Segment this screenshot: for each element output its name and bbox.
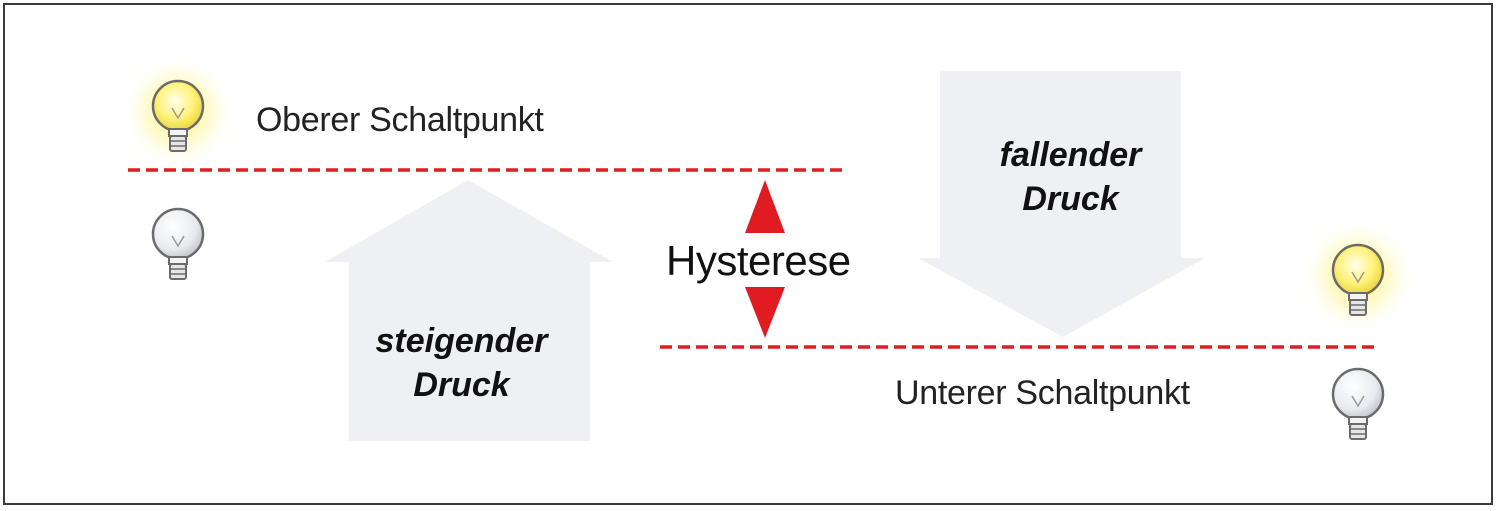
lightbulb-on-icon [120, 54, 236, 170]
rising-pressure-arrow [325, 180, 613, 441]
lightbulb-off-icon [1331, 367, 1385, 440]
falling-pressure-label: fallender Druck [958, 133, 1183, 221]
rising-pressure-label: steigender Druck [349, 319, 574, 407]
lightbulb-off-icon [151, 207, 205, 280]
rising-pressure-line2: Druck [413, 366, 510, 404]
falling-pressure-line1: fallender [999, 136, 1142, 174]
hysteresis-up-arrowhead [745, 180, 785, 233]
falling-pressure-arrow [918, 71, 1205, 337]
rising-pressure-line1: steigender [375, 322, 548, 360]
lower-switch-point-label: Unterer Schaltpunkt [895, 374, 1190, 412]
falling-pressure-line2: Druck [1022, 180, 1119, 218]
diagram-frame [3, 3, 1493, 505]
hysteresis-down-arrowhead [745, 287, 785, 338]
hysteresis-label: Hysterese [666, 237, 851, 284]
upper-switch-point-label: Oberer Schaltpunkt [256, 101, 544, 139]
lightbulb-on-icon [1300, 218, 1416, 334]
